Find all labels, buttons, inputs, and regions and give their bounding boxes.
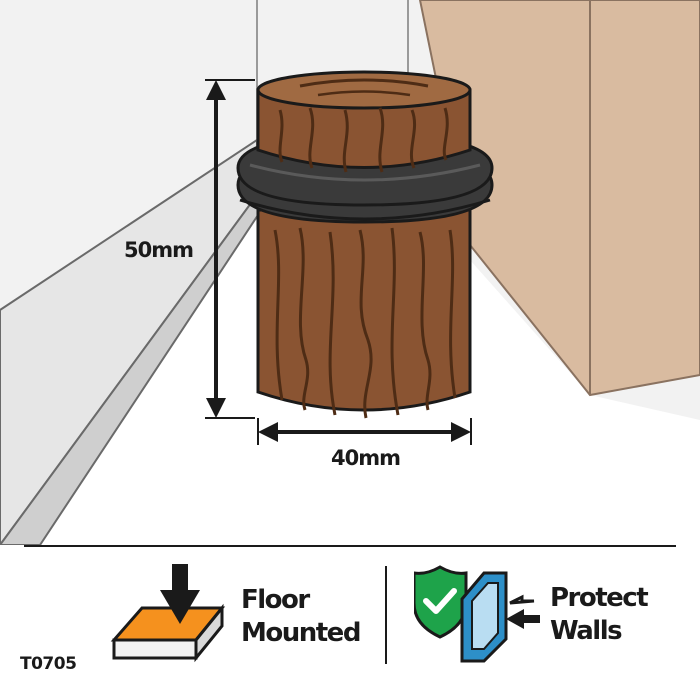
width-dimension: [257, 418, 472, 445]
floor-mounted-icon: [110, 564, 226, 663]
door-stop-illustration: [0, 0, 700, 545]
footer-separator: [385, 566, 387, 664]
width-label: 40mm: [331, 446, 401, 470]
floor-mounted-label: Floor Mounted: [241, 585, 361, 648]
height-label: 50mm: [124, 238, 194, 262]
height-dimension: [205, 79, 255, 419]
protect-walls-icon: [414, 565, 540, 663]
protect-walls-label: Protect Walls: [550, 583, 649, 646]
door-stop: [236, 70, 494, 419]
product-code: T0705: [20, 654, 77, 674]
footer-divider: [24, 545, 676, 547]
